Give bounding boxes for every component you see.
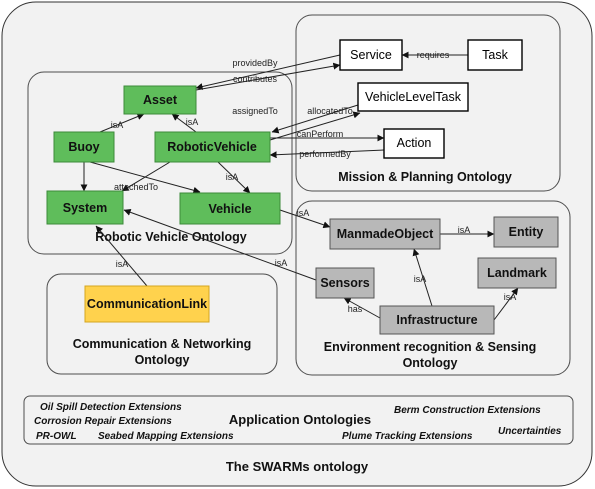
node-communication-link: [84, 285, 210, 323]
label-attached-to: attachedTo: [114, 182, 158, 192]
edge-allocated-to: [269, 111, 361, 141]
node-asset-label: Asset: [143, 93, 178, 107]
node-buoy: [53, 131, 115, 163]
node-task-label: Task: [482, 48, 508, 62]
node-entity: [493, 216, 559, 248]
label-isa-vehicle-manmade: isA: [297, 208, 310, 218]
comm-group-title-line2: Ontology: [135, 353, 190, 367]
diagram-title: The SWARMs ontology: [226, 459, 369, 474]
label-contributes: contributes: [233, 74, 278, 84]
node-asset: [123, 85, 197, 115]
label-isa-rv-vehicle: isA: [226, 172, 239, 182]
label-isa-infra-landmark: isA: [504, 292, 517, 302]
ext-berm-construction: Berm Construction Extensions: [394, 405, 541, 416]
robotic-group-title: Robotic Vehicle Ontology: [95, 230, 246, 244]
label-isa-comm-system: isA: [116, 259, 129, 269]
edge-assigned-to: [271, 104, 359, 134]
application-ontologies-title: Application Ontologies: [229, 412, 371, 427]
node-robotic-vehicle-label: RoboticVehicle: [167, 140, 257, 154]
ext-plume-tracking: Plume Tracking Extensions: [342, 431, 473, 442]
label-isa-infra-manmade: isA: [414, 274, 427, 284]
node-vehicle: [179, 192, 281, 225]
node-communication-link-label: CommunicationLink: [87, 297, 207, 311]
env-group-title-line2: Ontology: [403, 356, 458, 370]
node-buoy-label: Buoy: [68, 140, 99, 154]
mission-group-title: Mission & Planning Ontology: [338, 170, 512, 184]
node-manmade-object-label: ManmadeObject: [337, 227, 434, 241]
node-entity-label: Entity: [509, 225, 544, 239]
edge-infra-isa-manmade: [412, 248, 433, 307]
label-has: has: [348, 304, 363, 314]
label-isa-sensors-system: isA: [275, 258, 288, 268]
label-performed-by: performedBy: [299, 149, 351, 159]
env-group-title-line1: Environment recognition & Sensing: [324, 340, 537, 354]
edge-sensors-isa-system: [123, 208, 317, 281]
edge-buoy-isa-asset: [99, 113, 145, 133]
label-allocated-to: allocatedTo: [307, 106, 353, 116]
node-system-label: System: [63, 201, 107, 215]
ext-corrosion-repair: Corrosion Repair Extensions: [34, 416, 172, 427]
ext-oil-spill: Oil Spill Detection Extensions: [40, 402, 182, 413]
edge-vehicle-isa-manmade: [279, 209, 331, 229]
node-service: [339, 39, 403, 71]
comm-group-title-line1: Communication & Networking: [73, 337, 251, 351]
ext-seabed-mapping: Seabed Mapping Extensions: [98, 431, 234, 442]
edge-commlink-isa-system: [95, 225, 148, 287]
node-system: [46, 190, 124, 225]
edge-infra-has-sensors: [343, 297, 381, 319]
group-application-ontologies: [23, 395, 574, 445]
node-sensors-label: Sensors: [320, 276, 369, 290]
node-action: [383, 128, 445, 159]
label-assigned-to: assignedTo: [232, 106, 278, 116]
node-infrastructure: [379, 305, 495, 335]
label-can-perform: canPerform: [297, 129, 344, 139]
edge-performed-by: [269, 149, 385, 159]
node-action-label: Action: [397, 136, 432, 150]
label-requires: requires: [417, 50, 450, 60]
edge-roboticvehicle-isa-asset: [171, 113, 197, 133]
node-robotic-vehicle: [154, 131, 271, 163]
label-isa-rv-asset: isA: [186, 117, 199, 127]
ext-uncertainties: Uncertainties: [498, 426, 562, 437]
label-isa-manmade-entity: isA: [458, 225, 471, 235]
edge-provided-by: [195, 54, 341, 90]
edge-infra-isa-landmark: [493, 287, 519, 321]
node-sensors: [315, 267, 375, 299]
edge-rv-attached-system: [121, 161, 171, 192]
edge-contributes: [195, 62, 341, 91]
ext-pr-owl: PR-OWL: [36, 431, 77, 442]
label-isa-buoy-asset: isA: [111, 120, 124, 130]
node-landmark: [477, 257, 557, 289]
node-vehicle-level-task-label: VehicleLevelTask: [365, 90, 462, 104]
label-provided-by: providedBy: [232, 58, 278, 68]
node-manmade-object: [329, 218, 441, 250]
node-task: [467, 39, 523, 71]
node-infrastructure-label: Infrastructure: [396, 313, 477, 327]
edge-roboticvehicle-isa-vehicle: [217, 161, 251, 194]
node-vehicle-label: Vehicle: [208, 202, 251, 216]
node-vehicle-level-task: [357, 82, 469, 112]
node-service-label: Service: [350, 48, 392, 62]
node-landmark-label: Landmark: [487, 266, 547, 280]
